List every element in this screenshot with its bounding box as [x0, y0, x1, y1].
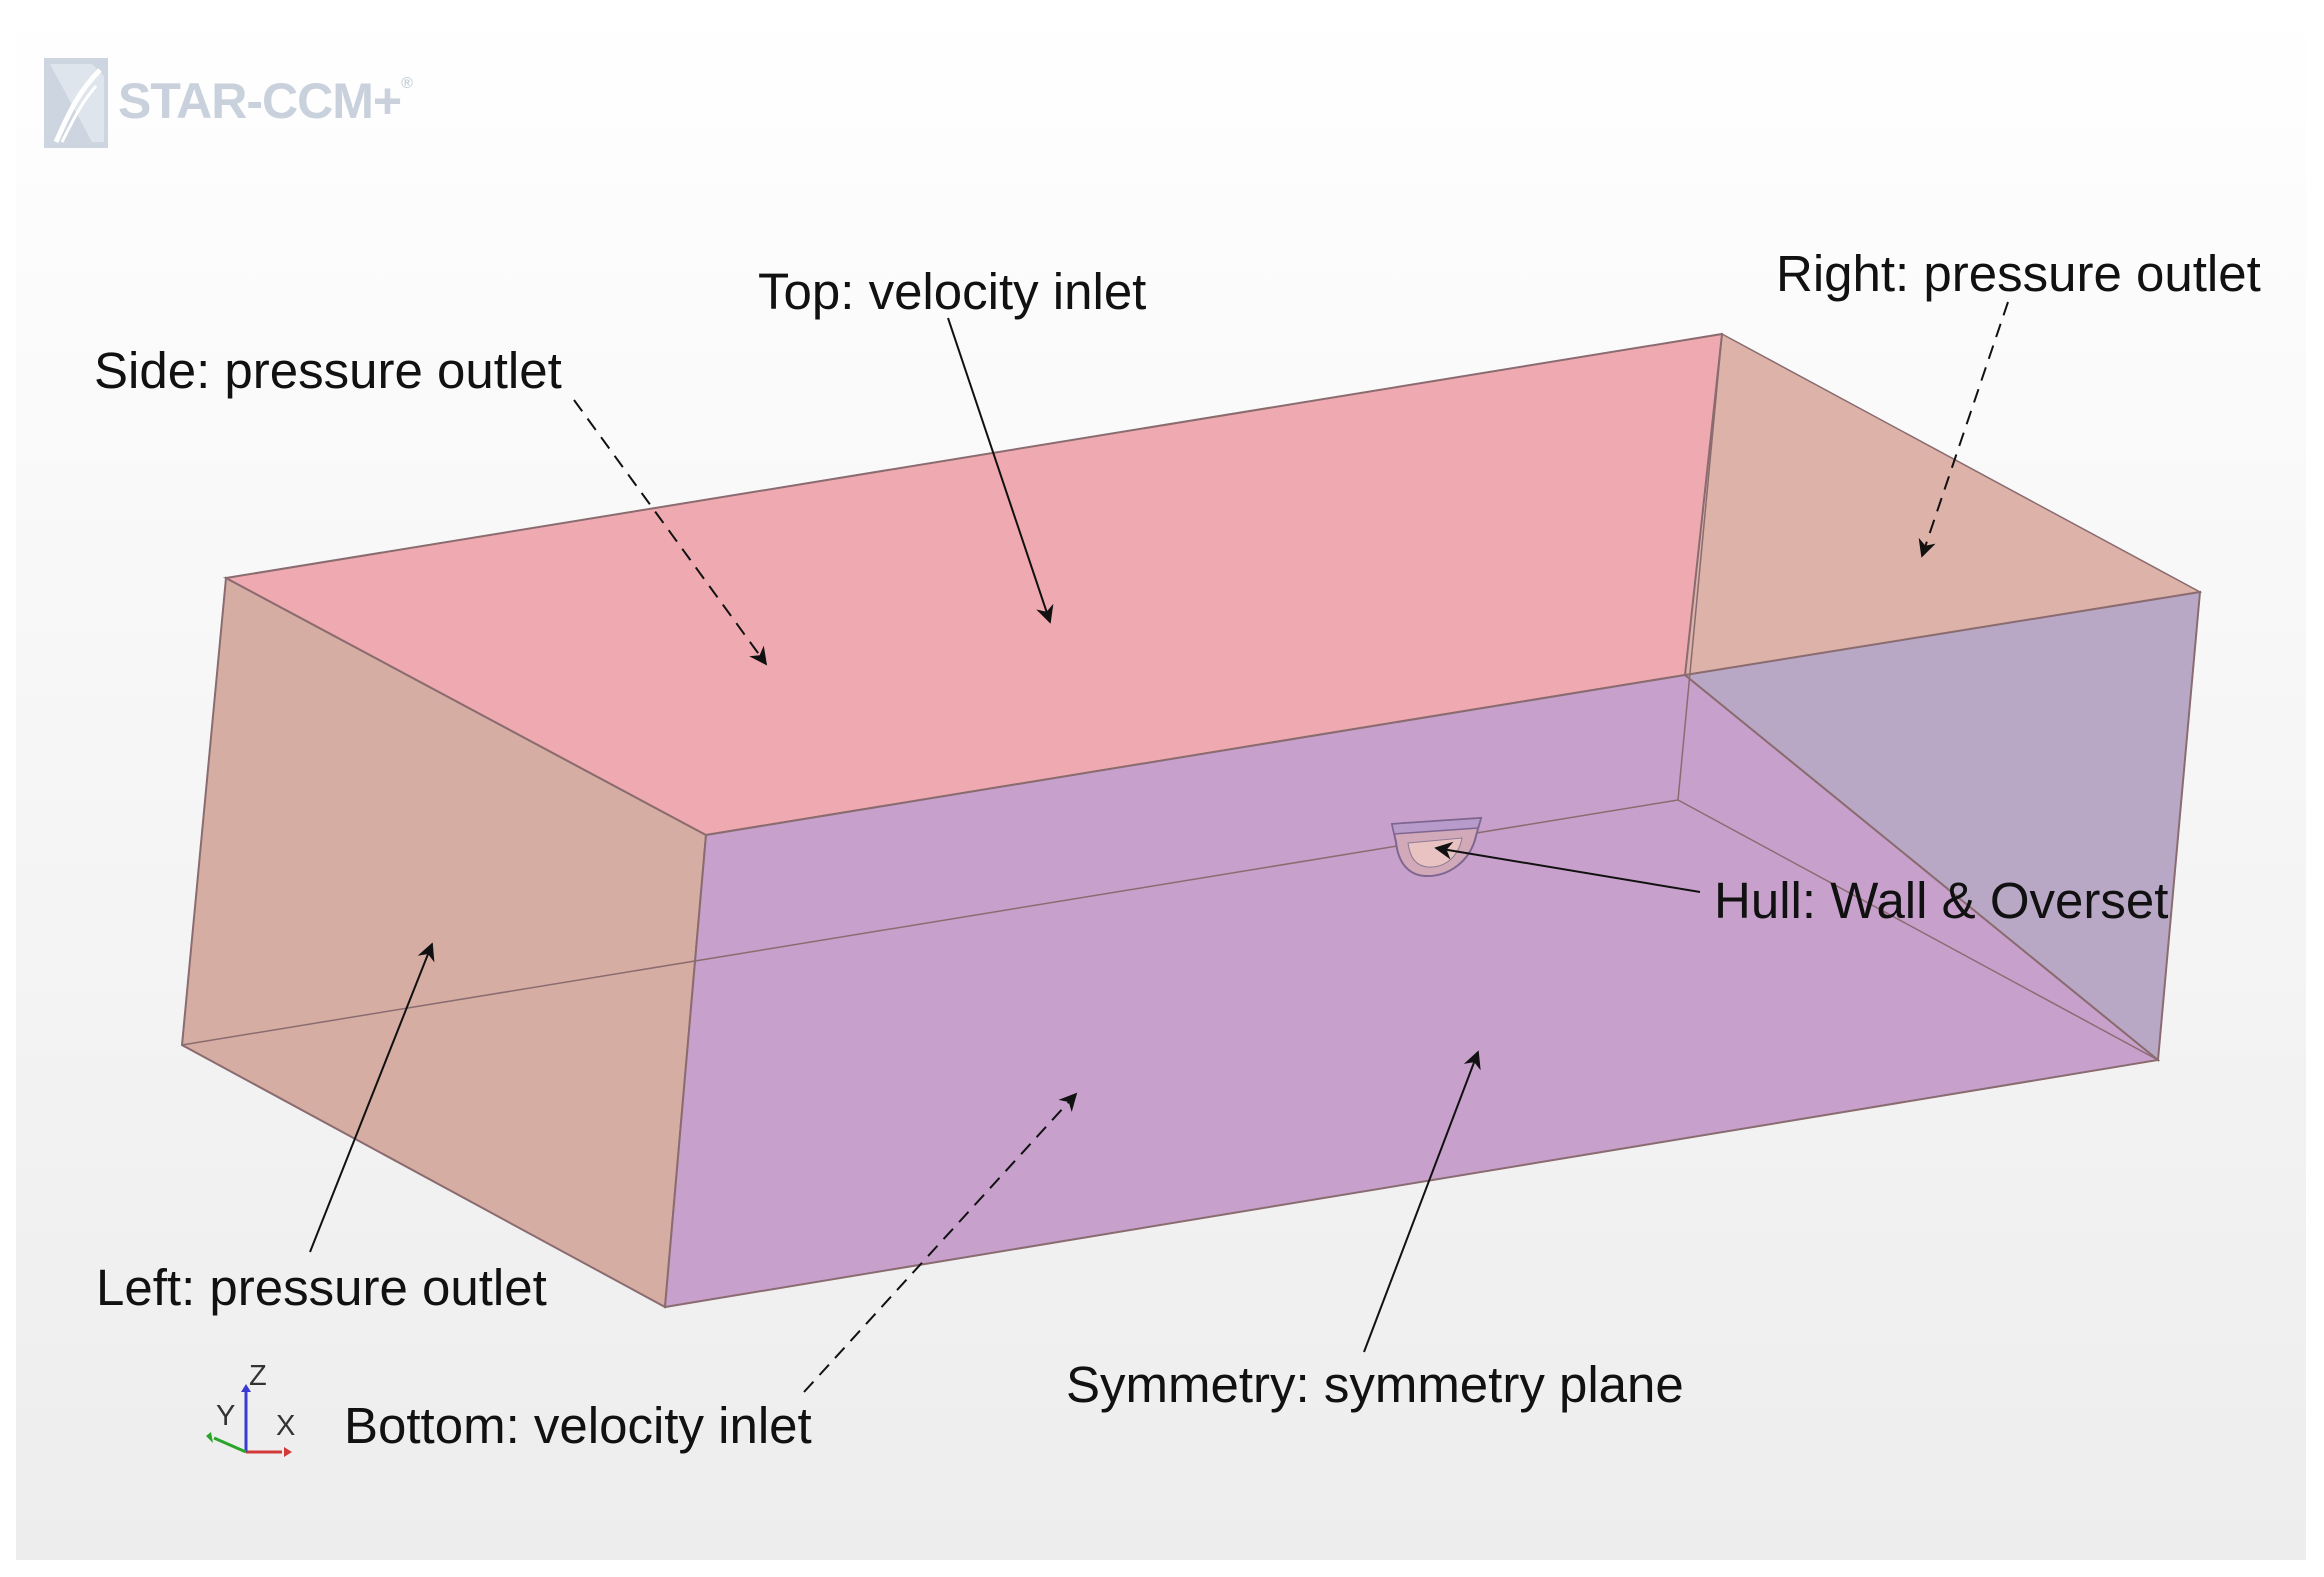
star-ccm-logo-icon: [44, 58, 108, 148]
arrow-hull: [1434, 841, 1701, 893]
arrow-top: [947, 317, 1054, 624]
axis-y-label: Y: [216, 1400, 236, 1432]
label-symmetry: Symmetry: symmetry plane: [1066, 1356, 1684, 1413]
axis-z-label: Z: [249, 1360, 267, 1392]
arrow-symmetry: [1363, 1050, 1481, 1353]
callout-arrows: [309, 301, 2009, 1393]
arrow-left: [309, 942, 435, 1253]
star-ccm-logo: STAR-CCM+®: [118, 73, 413, 129]
label-side: Side: pressure outlet: [94, 342, 562, 399]
label-left: Left: pressure outlet: [96, 1259, 547, 1316]
axis-triad-icon[interactable]: [206, 1384, 292, 1457]
label-hull: Hull: Wall & Overset: [1714, 872, 2169, 929]
domain-box: [180, 332, 2203, 1309]
label-right: Right: pressure outlet: [1776, 245, 2261, 302]
arrow-side: [573, 399, 768, 666]
axis-x-label: X: [276, 1410, 296, 1442]
logo-text: STAR-CCM+: [118, 73, 402, 129]
label-bottom: Bottom: velocity inlet: [344, 1397, 812, 1454]
right-face[interactable]: [1682, 590, 2202, 1062]
logo-registered-mark: ®: [401, 75, 413, 92]
label-top: Top: velocity inlet: [758, 263, 1147, 320]
